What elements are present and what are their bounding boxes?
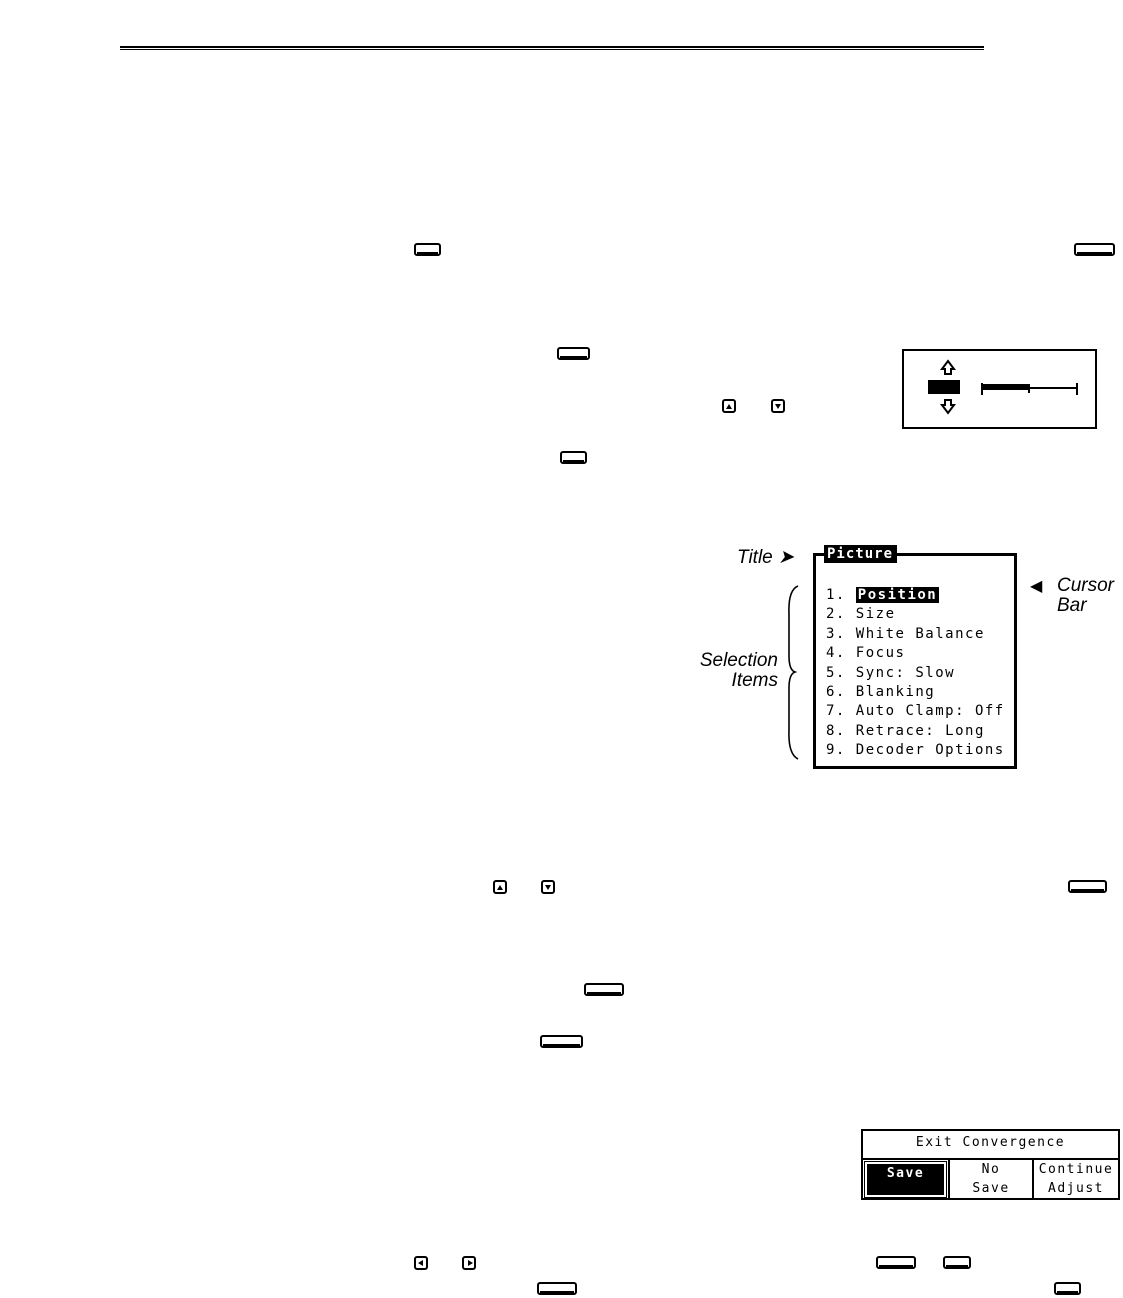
menu-item-number: 3.	[826, 625, 846, 642]
exit-convergence-dialog: Exit Convergence Save No Save Continue A…	[861, 1129, 1120, 1200]
left-arrow-key-icon	[414, 1256, 428, 1270]
divider	[948, 1160, 950, 1198]
menu-item[interactable]: 7. Auto Clamp: Off	[826, 702, 1005, 720]
menu-item[interactable]: 1. Position	[826, 586, 940, 604]
keycap-icon	[537, 1282, 577, 1295]
down-arrow-icon	[940, 399, 956, 415]
brace-icon	[788, 585, 799, 760]
no-save-label: No	[981, 1162, 1001, 1177]
menu-item-label: Position	[855, 587, 940, 603]
save-button-label: Save	[886, 1166, 925, 1181]
menu-item[interactable]: 4. Focus	[826, 644, 905, 662]
callout-selection-items: Selection Items	[699, 650, 778, 691]
menu-item[interactable]: 8. Retrace: Long	[826, 722, 985, 740]
keycap-icon	[876, 1256, 916, 1269]
up-arrow-key-icon	[493, 880, 507, 894]
slider-value-block	[928, 380, 960, 394]
menu-item-label: Retrace: Long	[855, 722, 985, 739]
save-button[interactable]: Save	[864, 1161, 947, 1198]
menu-title: Picture	[824, 545, 898, 563]
cursor-pointer-icon: ◀	[1030, 578, 1043, 595]
keycap-icon	[1068, 880, 1107, 893]
menu-item-number: 9.	[826, 742, 846, 759]
down-arrow-key-icon	[771, 399, 785, 413]
menu-item-number: 8.	[826, 722, 846, 739]
dialog-title: Exit Convergence	[863, 1131, 1118, 1160]
menu-item[interactable]: 2. Size	[826, 605, 896, 623]
adjust-label: Adjust	[1048, 1181, 1104, 1196]
keycap-icon	[557, 347, 590, 360]
menu-item-number: 7.	[826, 703, 846, 720]
up-arrow-key-icon	[722, 399, 736, 413]
keycap-icon	[943, 1256, 971, 1269]
menu-item-label: Focus	[855, 645, 906, 662]
menu-item-label: Decoder Options	[855, 742, 1005, 759]
menu-item[interactable]: 3. White Balance	[826, 625, 985, 643]
keycap-icon	[584, 983, 624, 996]
menu-item-label: Size	[855, 606, 896, 623]
slider-fill	[982, 384, 1030, 390]
callout-cursor-bar: Cursor Bar	[1057, 575, 1115, 616]
down-arrow-key-icon	[541, 880, 555, 894]
menu-panel	[813, 553, 1017, 769]
menu-item[interactable]: 5. Sync: Slow	[826, 664, 955, 682]
header-rule	[120, 46, 984, 50]
menu-item[interactable]: 9. Decoder Options	[826, 741, 1005, 759]
menu-item-number: 1.	[826, 587, 846, 603]
menu-item-number: 6.	[826, 684, 846, 700]
continue-adjust-button[interactable]: Continue Adjust	[1034, 1160, 1118, 1198]
callout-title: Title ➤	[737, 547, 794, 568]
menu-item-label: Sync: Slow	[855, 664, 956, 681]
keycap-icon	[1074, 243, 1115, 256]
no-save-button[interactable]: No Save	[950, 1160, 1032, 1198]
menu-item-number: 2.	[826, 606, 846, 623]
keycap-icon	[1054, 1282, 1081, 1295]
menu-item-label: Blanking	[855, 684, 936, 700]
menu-item-number: 4.	[826, 645, 846, 662]
no-save-label: Save	[972, 1181, 1010, 1196]
menu-item-number: 5.	[826, 664, 846, 681]
menu-item[interactable]: 6. Blanking	[826, 683, 935, 701]
keycap-icon	[414, 243, 441, 256]
keycap-icon	[540, 1035, 583, 1048]
keycap-icon	[560, 451, 587, 464]
slider-graphic	[928, 359, 1078, 415]
continue-label: Continue	[1038, 1162, 1114, 1177]
slider-figure	[902, 349, 1097, 429]
up-arrow-icon	[940, 359, 956, 375]
right-arrow-key-icon	[462, 1256, 476, 1270]
divider	[1032, 1160, 1034, 1198]
menu-item-label: White Balance	[855, 625, 985, 642]
menu-item-label: Auto Clamp: Off	[855, 703, 1005, 720]
